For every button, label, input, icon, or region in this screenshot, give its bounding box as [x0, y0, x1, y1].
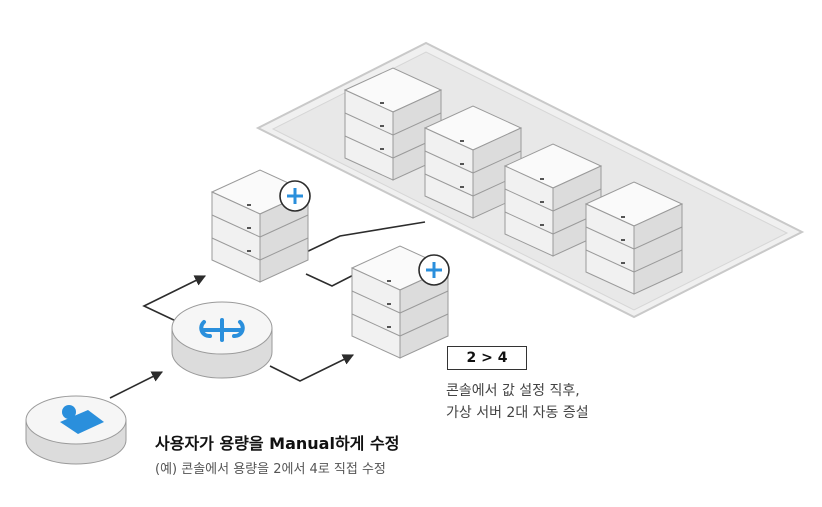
existing-server-1: [343, 67, 443, 181]
server-a-to-platform: [299, 221, 426, 256]
auto-scale-caption: 콘솔에서 값 설정 직후, 가상 서버 2대 자동 증설: [446, 380, 646, 424]
auto-scale-caption-line2: 가상 서버 2대 자동 증설: [446, 405, 589, 421]
user-to-router-arrow: [109, 371, 164, 399]
router-wrench-icon: [199, 318, 245, 342]
existing-server-4: [584, 181, 684, 295]
plus-icon: [418, 254, 450, 286]
auto-scale-caption-line1: 콘솔에서 값 설정 직후,: [446, 383, 580, 399]
new-server-a: [210, 169, 310, 283]
router-to-server-b-arrow: [269, 354, 355, 382]
user-icon: [60, 405, 104, 434]
manual-edit-example: (예) 콘솔에서 용량을 2에서 4로 직접 수정: [155, 462, 386, 477]
router-disc: [171, 301, 273, 379]
plus-icon: [279, 180, 311, 212]
router-to-server-a-arrow: [142, 275, 207, 323]
scale-label: 2 > 4: [447, 346, 527, 370]
manual-edit-title: 사용자가 용량을 Manual하게 수정: [155, 434, 400, 453]
connections: [109, 221, 426, 399]
new-server-b: [350, 245, 450, 359]
